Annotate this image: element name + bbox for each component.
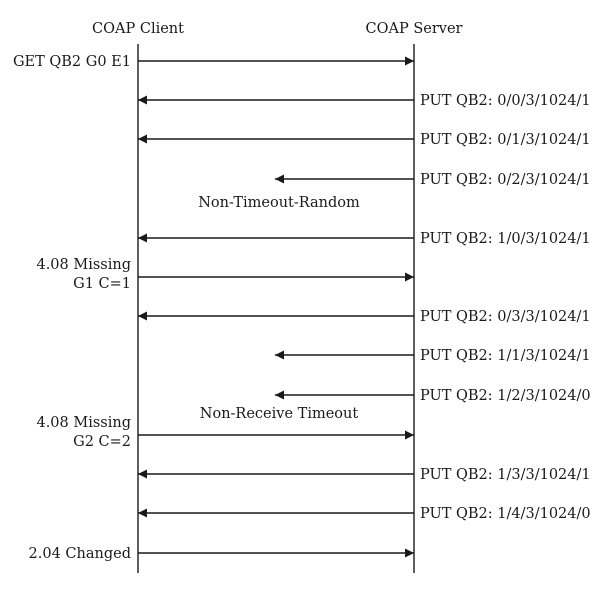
- message-label-6-line-2: G1 C=1: [73, 276, 131, 292]
- annotation-non-receive-timeout: Non-Receive Timeout: [200, 406, 359, 422]
- message-label-11: PUT QB2: 1/3/3/1024/1: [420, 467, 591, 483]
- message-label-6-line-1: 4.08 Missing: [36, 257, 131, 273]
- message-label-1: GET QB2 G0 E1: [13, 54, 131, 70]
- message-label-4: PUT QB2: 0/2/3/1024/1: [420, 172, 591, 188]
- message-label-10-line-1: 4.08 Missing: [36, 415, 131, 431]
- message-label-10-line-2: G2 C=2: [73, 434, 131, 450]
- client-header: COAP Client: [92, 21, 184, 37]
- message-label-12: PUT QB2: 1/4/3/1024/0: [420, 506, 591, 522]
- server-header: COAP Server: [366, 21, 463, 37]
- message-label-5: PUT QB2: 1/0/3/1024/1: [420, 231, 591, 247]
- message-label-13: 2.04 Changed: [29, 546, 131, 562]
- message-label-3: PUT QB2: 0/1/3/1024/1: [420, 132, 591, 148]
- message-label-7: PUT QB2: 0/3/3/1024/1: [420, 309, 591, 325]
- message-label-2: PUT QB2: 0/0/3/1024/1: [420, 93, 591, 109]
- message-label-8: PUT QB2: 1/1/3/1024/1: [420, 348, 591, 364]
- annotation-non-timeout-random: Non-Timeout-Random: [198, 195, 360, 211]
- message-label-9: PUT QB2: 1/2/3/1024/0: [420, 388, 591, 404]
